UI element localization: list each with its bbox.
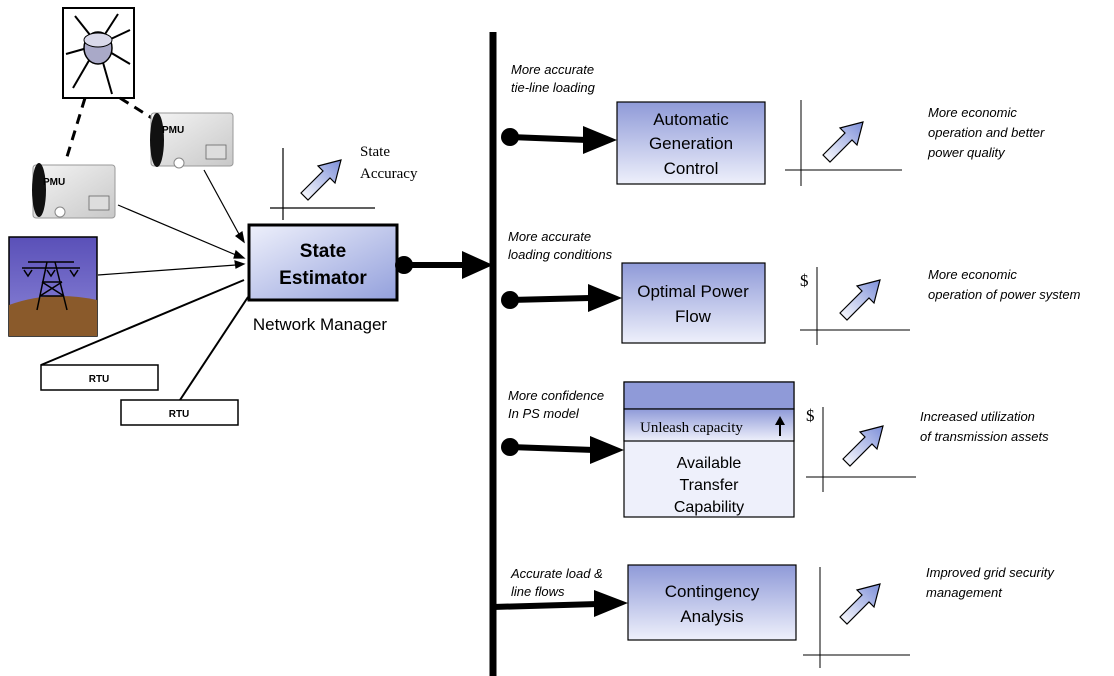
- pmu-device-icon: PMU: [150, 112, 234, 169]
- pmu-device-icon: PMU: [32, 163, 116, 219]
- dollar-axis-symbol: $: [806, 406, 815, 425]
- app-input-line1: More accurate: [511, 62, 594, 77]
- app-box-label: Control: [664, 159, 719, 178]
- feed-arrow: [492, 590, 628, 617]
- app-box-ca: Contingency Analysis: [627, 564, 797, 641]
- app-box-agc: Automatic Generation Control: [616, 101, 766, 185]
- app-input-line2: In PS model: [508, 406, 580, 421]
- feed-arrow: [501, 436, 624, 464]
- increase-arrow-icon: [842, 425, 884, 467]
- benefit-line2: operation and better: [928, 125, 1045, 140]
- benefit-line2: operation of power system: [928, 287, 1081, 302]
- app-input-line1: Accurate load &: [510, 566, 603, 581]
- app-input-line1: More accurate: [508, 229, 591, 244]
- app-box-label: Available: [677, 455, 742, 472]
- state-accuracy-label-line1: State: [360, 144, 390, 160]
- app-box-label: Capability: [674, 499, 744, 516]
- benefit-line1: Increased utilization: [920, 409, 1035, 424]
- state-estimator-title-line2: Estimator: [279, 268, 367, 289]
- benefit-indicator: $: [806, 406, 916, 492]
- benefit-line2: of transmission assets: [920, 429, 1049, 444]
- rtu-box: RTU: [40, 364, 159, 391]
- pmu-label: PMU: [162, 125, 184, 136]
- rtu-label: RTU: [169, 409, 190, 420]
- transmission-tower-icon: [8, 236, 98, 337]
- app-box-label: Analysis: [680, 607, 743, 626]
- rtu-box: RTU: [120, 399, 239, 426]
- app-input-line2: loading conditions: [508, 247, 613, 262]
- state-accuracy-label-line2: Accuracy: [360, 166, 418, 182]
- benefit-line1: More economic: [928, 267, 1017, 282]
- app-box-atc: Unleash capacity Available Transfer Capa…: [623, 381, 795, 518]
- state-estimator-title-line1: State: [300, 241, 346, 262]
- input-arrows: [97, 169, 246, 276]
- app-input-line2: tie-line loading: [511, 80, 596, 95]
- feed-arrow: [501, 284, 622, 312]
- app-box-label: Optimal Power: [637, 282, 749, 301]
- satellite-link-1: [64, 97, 87, 161]
- app-box-label: Contingency: [665, 582, 760, 601]
- network-manager-caption: Network Manager: [253, 315, 388, 334]
- increase-arrow-icon: [839, 279, 881, 321]
- app-input-line1: More confidence: [508, 388, 604, 403]
- dollar-axis-symbol: $: [800, 271, 809, 290]
- rtu-link-1: [40, 279, 245, 366]
- benefit-line1: Improved grid security: [926, 565, 1055, 580]
- feed-arrow: [501, 126, 617, 154]
- pmu-label: PMU: [43, 177, 65, 188]
- rtu-label: RTU: [89, 374, 110, 385]
- up-arrow-icon: [775, 416, 785, 436]
- rtu-link-2: [179, 296, 249, 401]
- unleash-capacity-label: Unleash capacity: [640, 420, 743, 436]
- satellite-icon: [62, 7, 135, 99]
- benefit-line2: management: [926, 585, 1003, 600]
- app-box-label: Generation: [649, 134, 733, 153]
- increase-arrow-icon: [839, 583, 881, 625]
- increase-arrow-icon: [822, 121, 864, 163]
- app-box-label: Flow: [675, 307, 712, 326]
- benefit-line1: More economic: [928, 105, 1017, 120]
- app-box-label: Transfer: [680, 477, 740, 494]
- app-box-label: Automatic: [653, 110, 729, 129]
- benefit-indicator: $: [800, 267, 910, 345]
- state-estimator-box: State Estimator: [247, 223, 399, 302]
- state-accuracy-indicator: State Accuracy: [270, 144, 418, 220]
- estimator-to-bus-arrow: [395, 251, 493, 279]
- benefit-indicator: [785, 100, 902, 186]
- increase-arrow-icon: [300, 159, 342, 201]
- benefit-indicator: [803, 567, 910, 668]
- app-box-opf: Optimal Power Flow: [621, 262, 766, 344]
- benefit-line3: power quality: [927, 145, 1006, 160]
- app-input-line2: line flows: [511, 584, 565, 599]
